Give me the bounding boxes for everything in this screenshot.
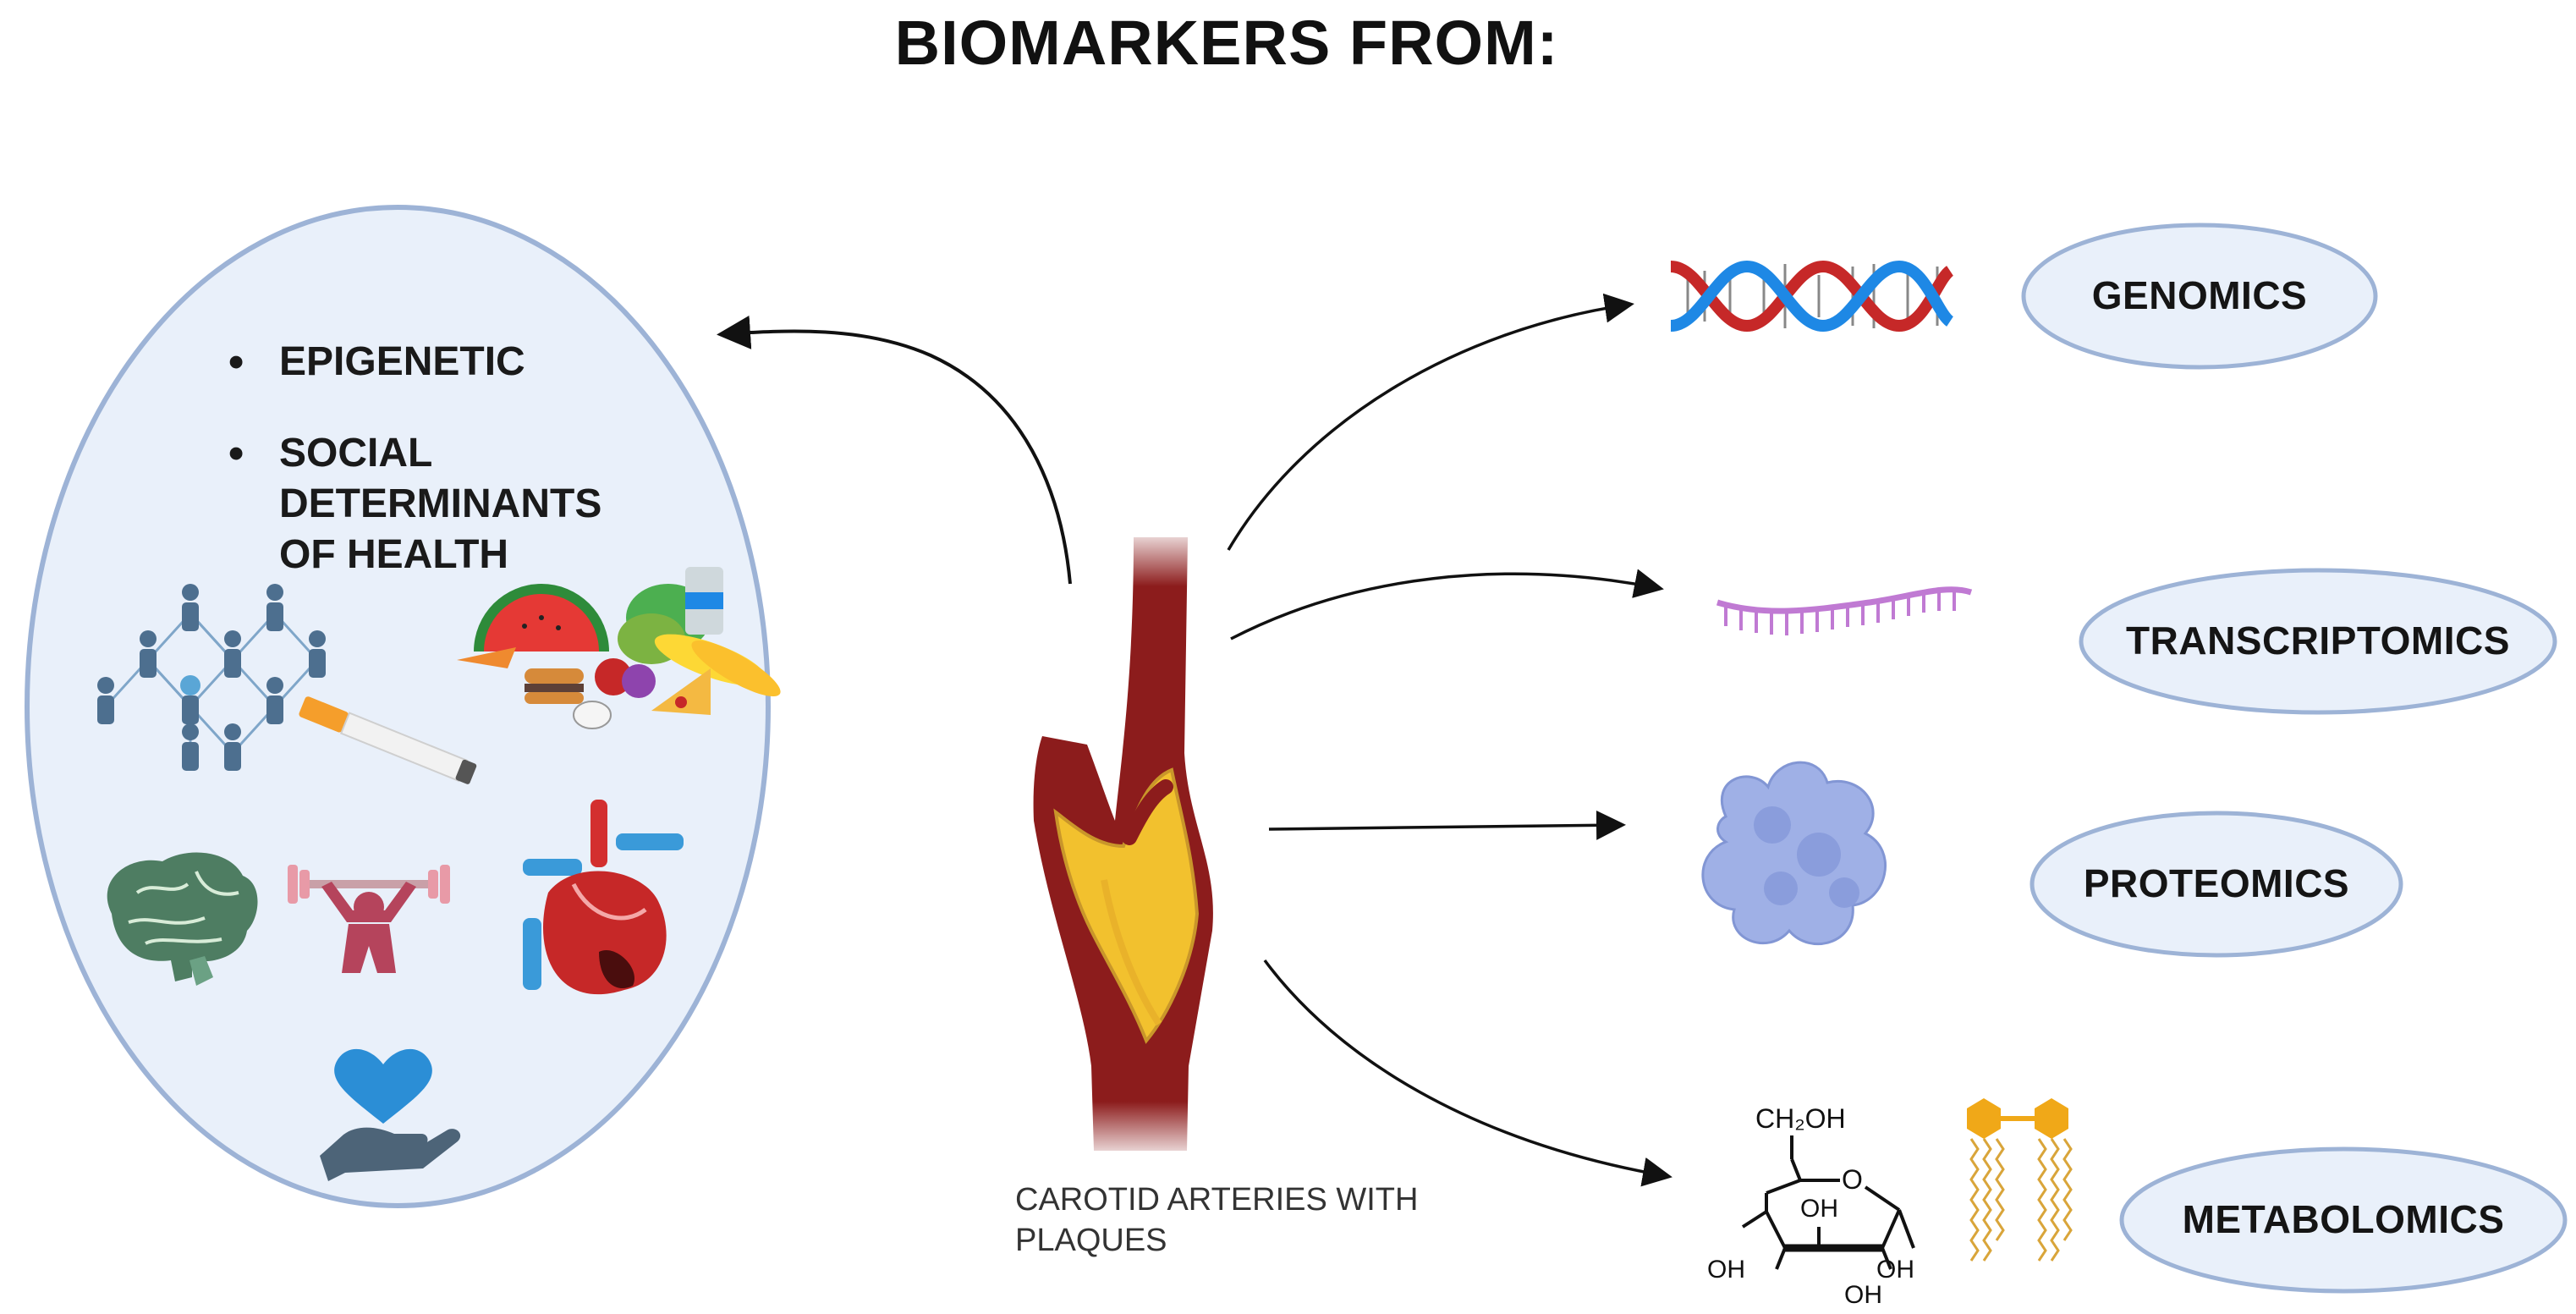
artery-caption: CAROTID ARTERIES WITH PLAQUES bbox=[1015, 1182, 1419, 1258]
proteomics-label: PROTEOMICS bbox=[2083, 861, 2350, 905]
glucose-o-label: O bbox=[1842, 1164, 1863, 1195]
glucose-oh-inner-label: OH bbox=[1800, 1195, 1838, 1223]
brain-icon bbox=[107, 852, 258, 986]
arrow-to-transcriptomics bbox=[1230, 569, 1664, 641]
transcriptomics-pill bbox=[2079, 568, 2557, 715]
transcriptomics-label: TRANSCRIPTOMICS bbox=[2126, 619, 2510, 662]
carotid-artery-icon bbox=[1033, 537, 1213, 1151]
glucose-ch2oh-label: CH₂OH bbox=[1755, 1103, 1846, 1134]
arrow-to-genomics bbox=[1227, 293, 1634, 551]
exercise-icon bbox=[288, 865, 450, 973]
rna-icon bbox=[1716, 586, 1973, 635]
food-icon bbox=[457, 567, 781, 729]
diagram-title: BIOMARKERS FROM: bbox=[894, 8, 1559, 78]
arrow-to-metabolomics bbox=[1263, 959, 1672, 1187]
protein-icon bbox=[1701, 761, 1887, 946]
bullet-social-determinants: SOCIAL DETERMINANTS OF HEALTH bbox=[228, 428, 668, 580]
glucose-oh-right-label: OH bbox=[1876, 1256, 1914, 1284]
bullet-epigenetic: EPIGENETIC bbox=[228, 337, 668, 388]
glucose-structure-icon: CH₂OH O OH OH OH OH bbox=[1707, 1103, 1915, 1309]
genomics-label: GENOMICS bbox=[2091, 273, 2308, 317]
heart-icon bbox=[523, 800, 684, 995]
arrow-to-proteomics bbox=[1268, 810, 1626, 840]
dna-icon bbox=[1669, 260, 1954, 333]
metabolomics-label: METABOLOMICS bbox=[2182, 1197, 2505, 1241]
glucose-oh-bottom-label: OH bbox=[1844, 1281, 1882, 1309]
left-bullet-list: EPIGENETIC SOCIAL DETERMINANTS OF HEALTH bbox=[228, 337, 668, 621]
arrow-to-left-panel bbox=[717, 315, 1072, 585]
proteomics-pill bbox=[2029, 811, 2403, 958]
heart-hand-icon bbox=[320, 1048, 461, 1181]
cigarette-icon bbox=[299, 696, 477, 784]
people-network-icon bbox=[97, 584, 326, 771]
genomics-pill bbox=[2021, 223, 2378, 370]
metabolomics-pill bbox=[2119, 1146, 2568, 1294]
lipid-icon bbox=[1967, 1098, 2073, 1262]
glucose-oh-left-label: OH bbox=[1707, 1256, 1745, 1284]
